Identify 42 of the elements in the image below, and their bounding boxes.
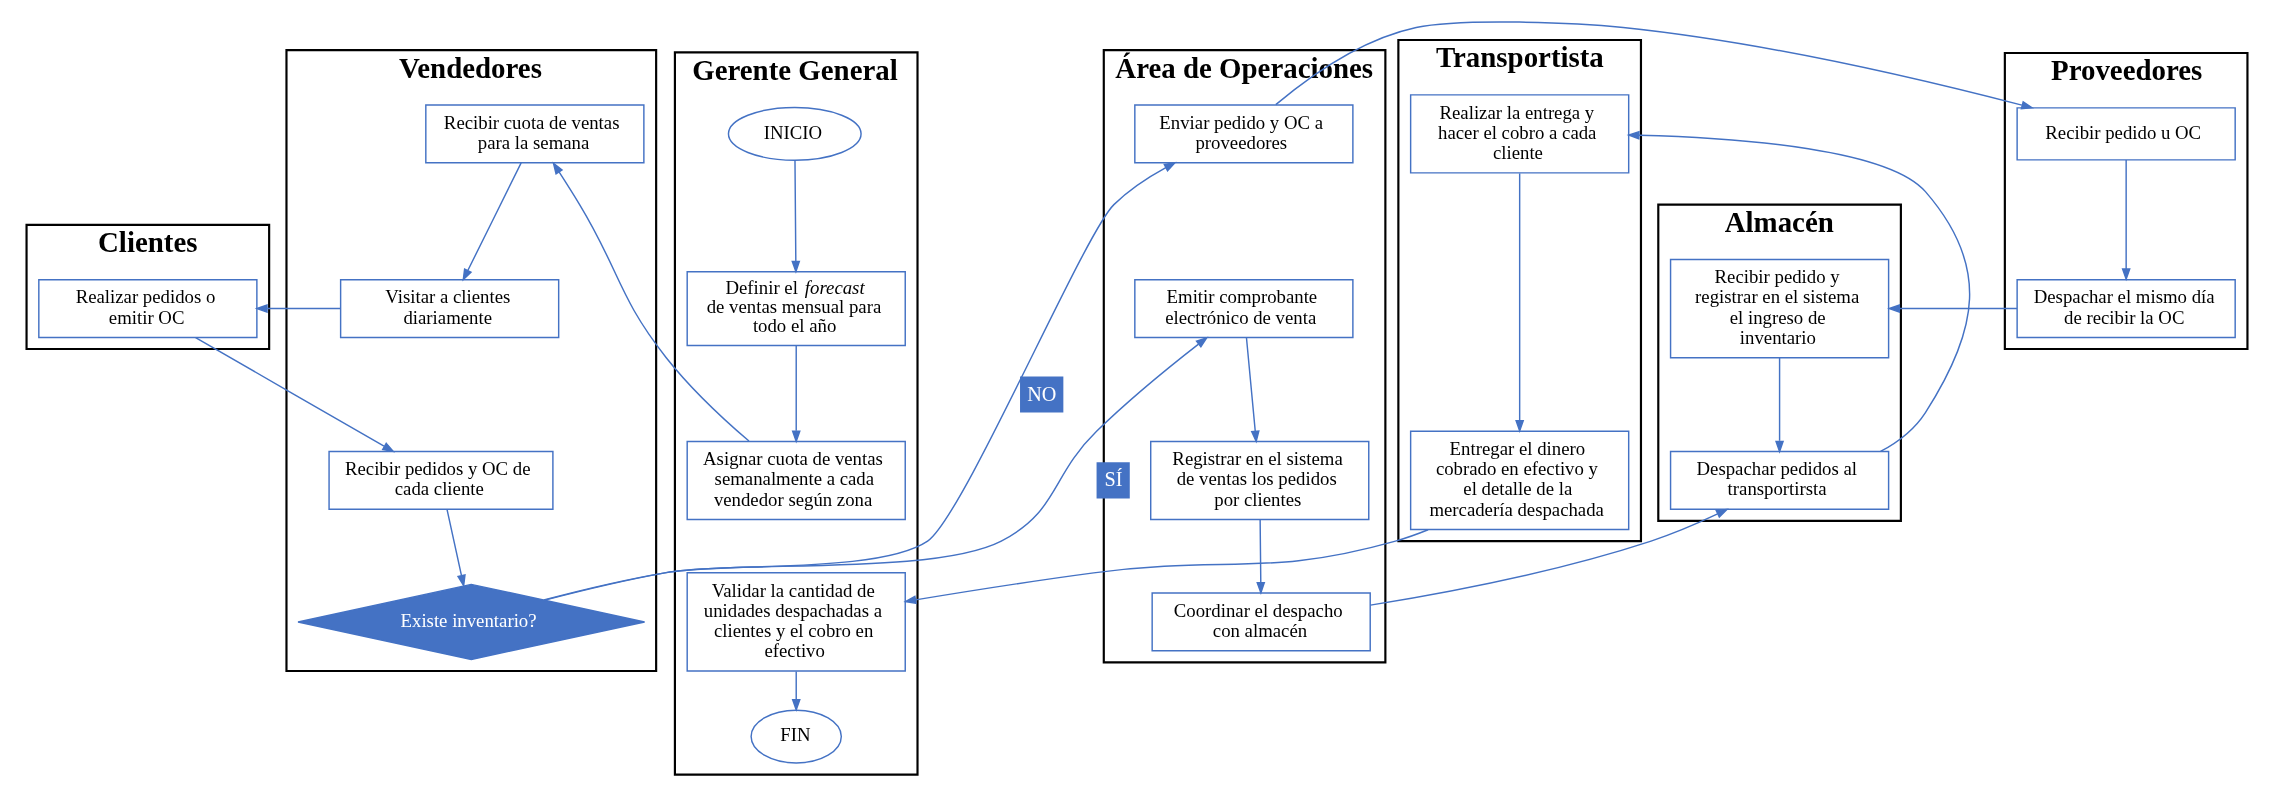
node-box: Emitir comprobante electrónico de venta <box>1134 279 1354 339</box>
node-box: Validar la cantidad de unidades despachadas a clientes y el cobro en efectivo <box>686 572 906 672</box>
arrow <box>446 509 466 588</box>
arrow <box>1775 357 1785 454</box>
arrow <box>791 344 801 444</box>
node-box: Recibir pedido y registrar en el sistema el ingreso de inventario <box>1669 258 1890 359</box>
node-box: Coordinar el despacho con almacén <box>1151 592 1371 652</box>
node-box: Enviar pedido y OC a proveedores <box>1134 104 1354 164</box>
arrow <box>1626 130 1971 453</box>
node-box: Visitar a clientes diariamente <box>339 279 560 339</box>
arrow <box>462 162 522 282</box>
arrow <box>1887 304 2018 314</box>
node-diamond: Existe inventario? <box>297 583 646 661</box>
node-box: Realizar la entrega y hacer el cobro a cada cliente <box>1409 94 1630 174</box>
arrow <box>903 529 1429 605</box>
arrow <box>791 670 801 713</box>
node-box: Despachar el mismo día de recibir la OC <box>2016 279 2236 339</box>
arrow <box>1369 508 1729 606</box>
node-box: Recibir pedidos y OC de cada cliente <box>328 450 554 511</box>
arrow <box>552 161 750 442</box>
arrow <box>1245 336 1260 444</box>
arrow <box>791 159 801 274</box>
node-box: Despachar pedidos al transportirsta <box>1669 450 1890 511</box>
node-box: Asignar cuota de ventas semanalmente a cada vendedor según zona <box>686 440 906 521</box>
arrow <box>1515 172 1525 433</box>
node-box: Recibir cuota de ventas para la semana <box>425 104 645 164</box>
node-ellipse: INICIO <box>727 106 862 161</box>
node-ellipse: FIN <box>750 709 843 764</box>
node-box: Recibir pedido u OC <box>2016 107 2236 161</box>
arrow <box>1256 519 1266 595</box>
node-box: Registrar en el sistema de ventas los pedidos por clientes <box>1150 440 1370 521</box>
node-box: Entregar el dinero cobrado en efectivo y el detalle de la mercadería despachada <box>1409 430 1630 531</box>
arrow <box>543 336 1209 601</box>
node-box: Definir el forecast de ventas mensual para todo el año <box>686 271 906 347</box>
arrow <box>2121 159 2131 282</box>
edge-label: SÍ <box>1104 468 1123 491</box>
arrow <box>194 336 396 453</box>
edge-label: NO <box>1027 382 1057 405</box>
arrow <box>544 161 1177 601</box>
arrow <box>1275 21 2035 110</box>
arrow <box>254 304 342 314</box>
node-box: Realizar pedidos o emitir OC <box>38 279 258 339</box>
